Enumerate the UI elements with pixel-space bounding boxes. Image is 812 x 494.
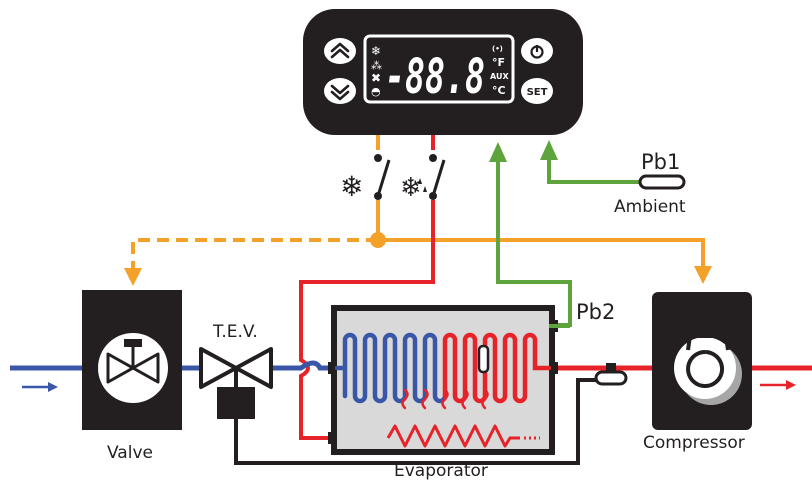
fan-icon: ✖ <box>371 71 381 85</box>
aux-indicator: AUX <box>490 72 509 81</box>
defrost-heater <box>386 424 520 448</box>
defrost-relay: ❄ <box>400 154 446 203</box>
evaporator-label: Evaporator <box>394 461 488 481</box>
green-pb2-arrow <box>489 142 507 162</box>
orange-compressor-line <box>378 238 705 268</box>
pb1-probe: Pb1 Ambient <box>614 150 686 217</box>
snowflake-icon: ❄ <box>340 170 363 203</box>
suction-line-bulb <box>594 370 628 386</box>
cooling-relay: ❄ <box>340 154 391 203</box>
up-button[interactable] <box>324 38 356 64</box>
tev-unit: T.E.V. <box>199 322 273 419</box>
compressor-unit: Compressor <box>643 292 752 453</box>
evaporator-unit: Evaporator <box>328 305 570 481</box>
orange-valve-arrow <box>124 268 142 286</box>
set-button-label: SET <box>527 87 548 98</box>
green-pb1-arrow <box>540 140 558 160</box>
defrost-icon: ⁂ <box>371 59 382 72</box>
down-chevron-icon <box>330 84 350 101</box>
controller-unit: ❄ ⁂ ✖ ◓ -88.8 (•) °F AUX °C <box>303 9 583 135</box>
ambient-label: Ambient <box>614 197 686 217</box>
valve-unit: Valve <box>82 290 182 463</box>
snowflake-icon: ❄ <box>371 44 381 58</box>
red-outlet-arrowhead <box>786 380 796 390</box>
evaporator-coil-red <box>442 332 552 404</box>
up-chevron-icon <box>330 42 350 59</box>
pb2-probe <box>477 344 490 374</box>
unit-f-indicator: °F <box>492 56 505 69</box>
tev-label: T.E.V. <box>212 322 258 342</box>
heat-waves-icon <box>401 388 489 410</box>
set-button[interactable]: SET <box>521 78 553 104</box>
pb2-label: Pb2 <box>576 300 615 324</box>
display-frame <box>363 34 515 104</box>
unit-c-indicator: °C <box>492 84 506 97</box>
capillary-line <box>234 378 598 465</box>
evaporator-coil-blue <box>334 332 448 404</box>
power-icon <box>530 45 544 59</box>
pb1-label: Pb1 <box>641 150 680 174</box>
valve-label: Valve <box>107 443 153 463</box>
defrost-icon: ❄ <box>400 173 422 203</box>
power-button[interactable] <box>521 38 553 64</box>
indicator-top: (•) <box>492 45 503 53</box>
blue-inlet-arrowhead <box>48 382 58 392</box>
display-value: -88.8 <box>385 49 485 105</box>
orange-compressor-arrow <box>694 266 712 284</box>
blue-tev-evap-line <box>272 360 336 371</box>
green-pb1-line <box>547 158 642 184</box>
down-button[interactable] <box>324 78 356 104</box>
orange-junction <box>370 232 386 248</box>
compressor-label: Compressor <box>643 433 745 453</box>
orange-valve-dashed-line <box>131 238 378 270</box>
red-defrost-line <box>299 133 435 440</box>
alarm-bell-icon: ◓ <box>371 85 381 98</box>
compressor-icon <box>674 337 736 399</box>
